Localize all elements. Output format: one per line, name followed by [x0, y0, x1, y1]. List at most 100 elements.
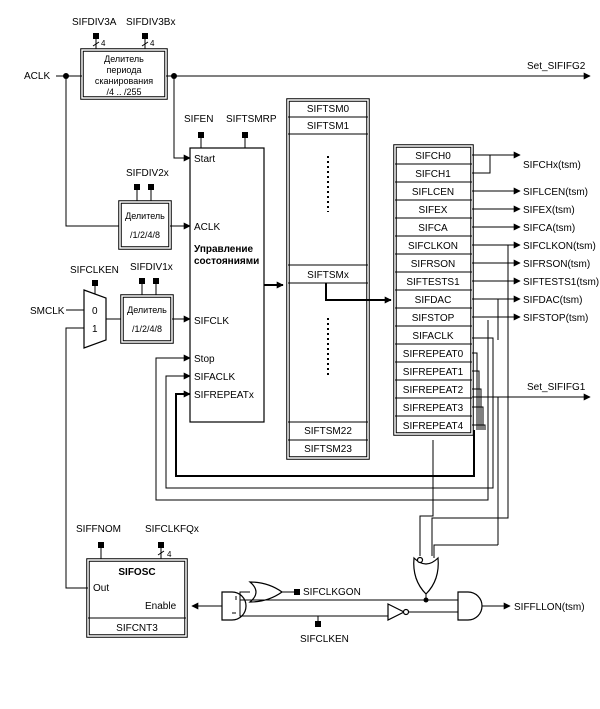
field-sifex: SIFEX	[419, 205, 448, 216]
tsm-row-x: SIFTSMx	[307, 270, 349, 281]
field-siflcen: SIFLCEN	[412, 187, 454, 198]
out-sifex: SIFEX(tsm)	[523, 205, 575, 216]
sifosc-title: SIFOSC	[118, 567, 155, 578]
field-sifch0: SIFCH0	[415, 151, 451, 162]
sifclken-osc-label: SIFCLKEN	[300, 634, 349, 645]
sifclkgon-pin	[294, 589, 300, 595]
siftsmrp-label: SIFTSMRP	[226, 114, 277, 125]
tsm-row-23: SIFTSM23	[304, 444, 352, 455]
sifclkfqx-pin	[158, 542, 164, 548]
field-sifca: SIFCA	[418, 223, 448, 234]
field-sifrepeat3: SIFREPEAT3	[403, 403, 464, 414]
field-sifstop: SIFSTOP	[412, 313, 455, 324]
out-sifchx: SIFCHx(tsm)	[523, 160, 581, 171]
tsm-row-0: SIFTSM0	[307, 104, 350, 115]
aclk-divider-section: SIFDIV2x Делитель /1/2/4/8	[118, 168, 191, 250]
sifdiv3a-bits: 4	[101, 39, 106, 48]
stop-label: Stop	[194, 354, 215, 365]
sifflln-label: SIFFLLON(tsm)	[514, 602, 585, 613]
aclk-divider-box	[118, 200, 172, 250]
sm-aclk-label: ACLK	[194, 222, 220, 233]
smclk-divider-section: SIFCLKEN SIFDIV1x 0 1 SMCLK Делитель /1/…	[30, 262, 191, 349]
smclk-divider-box	[120, 294, 174, 344]
field-sifrepeat4: SIFREPEAT4	[403, 421, 464, 432]
osc-out-label: Out	[93, 583, 109, 594]
nor-gate	[413, 556, 439, 595]
sifrepeatx-label: SIFREPEATx	[194, 390, 254, 401]
aclk-divider-title: Делитель	[125, 211, 165, 221]
field-sifdac: SIFDAC	[415, 295, 452, 306]
field-sifrepeat0: SIFREPEAT0	[403, 349, 464, 360]
smclk-divider-ratio: /1/2/4/8	[132, 324, 162, 334]
nor-input-bubble	[416, 556, 424, 564]
scan-period-divider-section: SIFDIV3A SIFDIV3Bx 4 4 Делитель периода …	[24, 17, 591, 227]
sm-sifclk-label: SIFCLK	[194, 316, 229, 327]
divider-title-line1: Делитель	[104, 54, 144, 64]
tsm-row-22: SIFTSM22	[304, 426, 352, 437]
field-siftests1: SIFTESTS1	[406, 277, 460, 288]
sm-sifaclk-label: SIFACLK	[194, 372, 235, 383]
state-control-title-1: Управление	[194, 244, 254, 255]
state-control-title-2: состояниями	[194, 256, 259, 267]
feedback-wiring	[155, 245, 509, 556]
tsm-register-stack: SIFTSM0 SIFTSM1 SIFTSMx SIFTSM22 SIFTSM2…	[286, 98, 392, 460]
sifdiv3bx-pin	[142, 33, 148, 39]
sifclken-pin	[92, 280, 98, 286]
out-siftests1: SIFTESTS1(tsm)	[523, 277, 599, 288]
set-sififg2-label: Set_SIFIFG2	[527, 61, 586, 72]
osc-enable-label: Enable	[145, 601, 177, 612]
oscillator-section: SIFFNOM SIFCLKFQx 4 SIFOSC Out Enable SI…	[65, 327, 585, 645]
sifclkfqx-bits: 4	[167, 550, 172, 559]
clkgon-or-gate	[248, 581, 284, 603]
aclk-divider-ratio: /1/2/4/8	[130, 230, 160, 240]
tsm-stack-box	[286, 98, 370, 460]
sifdiv3a-pin	[93, 33, 99, 39]
set-sififg1-label: Set_SIFIFG1	[527, 382, 586, 393]
sifdiv3a-label: SIFDIV3A	[72, 17, 117, 28]
sifdiv1x-pin-b	[153, 278, 159, 284]
divider-title-line3: сканирования	[95, 76, 153, 86]
sifclkfqx-label: SIFCLKFQx	[145, 524, 199, 535]
state-machine-section: SIFEN SIFTSMRP Start ACLK Управление сос…	[184, 114, 284, 423]
field-register-stack: SIFCH0 SIFCH1 SIFLCEN SIFEX SIFCA SIFCLK…	[393, 144, 599, 545]
start-label: Start	[194, 154, 215, 165]
field-sifclkon: SIFCLKON	[408, 241, 458, 252]
out-siflcen: SIFLCEN(tsm)	[523, 187, 588, 198]
clock-mux	[83, 289, 107, 349]
aclk-input-label: ACLK	[24, 71, 50, 82]
sifclkgon-label: SIFCLKGON	[303, 587, 361, 598]
output-and-gate	[457, 591, 483, 621]
field-sifrson: SIFRSON	[411, 259, 455, 270]
siftsmrp-pin	[242, 132, 248, 138]
out-sifstop: SIFSTOP(tsm)	[523, 313, 588, 324]
mux-input-1: 1	[92, 324, 98, 335]
mux-input-0: 0	[92, 306, 98, 317]
sifclken-label: SIFCLKEN	[70, 265, 119, 276]
out-sifdac: SIFDAC(tsm)	[523, 295, 582, 306]
sifcnt3-label: SIFCNT3	[116, 623, 158, 634]
smclk-divider-title: Делитель	[127, 305, 167, 315]
sifdiv1x-label: SIFDIV1x	[130, 262, 173, 273]
sifdiv1x-pin-a	[139, 278, 145, 284]
divider-title-line4: /4 .. /255	[106, 87, 141, 97]
out-sifclkon: SIFCLKON(tsm)	[523, 241, 596, 252]
smclk-label: SMCLK	[30, 306, 65, 317]
field-sifrepeat1: SIFREPEAT1	[403, 367, 464, 378]
inverter	[387, 603, 406, 621]
sifen-label: SIFEN	[184, 114, 213, 125]
out-sifca: SIFCA(tsm)	[523, 223, 575, 234]
sifen-pin	[198, 132, 204, 138]
field-sifch1: SIFCH1	[415, 169, 451, 180]
sifdiv2x-pin-a	[134, 184, 140, 190]
divider-title-line2: периода	[107, 65, 142, 75]
sifdiv3bx-label: SIFDIV3Bx	[126, 17, 175, 28]
sifdiv2x-pin-b	[148, 184, 154, 190]
out-sifrson: SIFRSON(tsm)	[523, 259, 590, 270]
inverter-bubble	[402, 608, 410, 616]
sifdiv2x-label: SIFDIV2x	[126, 168, 169, 179]
sifclken-osc-pin	[315, 621, 321, 627]
siffnom-label: SIFFNOM	[76, 524, 121, 535]
siffnom-pin	[98, 542, 104, 548]
sifdiv3bx-bits: 4	[150, 39, 155, 48]
